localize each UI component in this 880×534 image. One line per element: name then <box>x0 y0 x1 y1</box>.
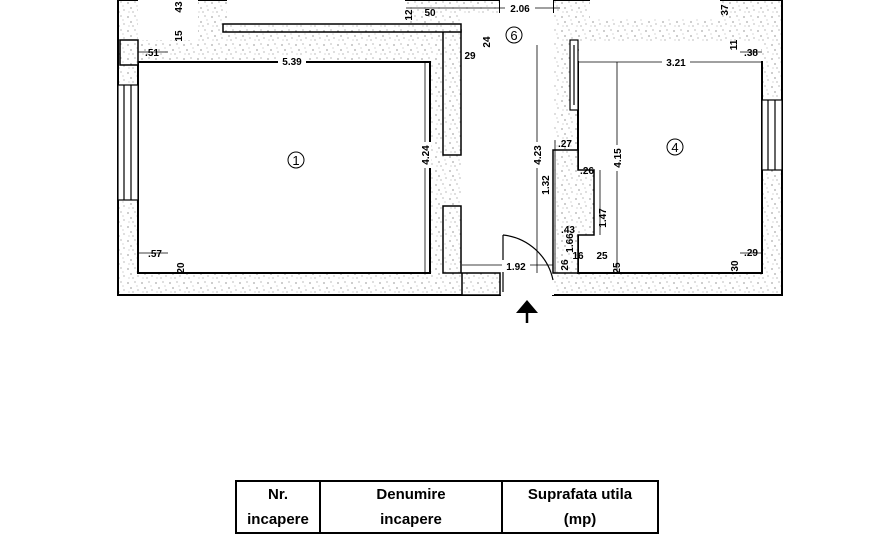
dim-label: .26 <box>580 166 594 177</box>
dim-label: 24 <box>482 36 493 48</box>
dim-label: 1.66 <box>565 233 576 253</box>
dim-label: 1.92 <box>506 262 526 273</box>
header-room-name: Denumire incapere <box>319 480 503 534</box>
dim-label: 29 <box>464 51 476 62</box>
room-number-1: 1 <box>292 153 299 168</box>
header-usable-area: Suprafata utila (mp) <box>501 480 659 534</box>
dim-label: 30 <box>730 260 741 272</box>
dim-label: 1.47 <box>598 208 609 228</box>
dim-label: .38 <box>744 48 758 59</box>
room-area-table: Nr. incapere Denumire incapere Suprafata… <box>235 480 659 534</box>
room-markers: 1 4 6 <box>287 26 684 169</box>
dim-label: 4.15 <box>613 148 624 168</box>
interior-spaces <box>138 0 761 295</box>
dim-label: 1.32 <box>541 175 552 195</box>
dim-label: 15 <box>174 30 185 42</box>
dim-label: .43 <box>561 225 575 236</box>
dim-label: 20 <box>176 262 187 274</box>
dim-label: 16 <box>572 251 584 262</box>
dim-label: .57 <box>148 249 162 260</box>
dim-label: 37 <box>720 4 731 16</box>
dim-label: 11 <box>729 39 740 50</box>
dim-label: 4.24 <box>421 145 432 165</box>
dim-label: 43 <box>174 1 185 13</box>
dim-label: 25 <box>596 251 608 262</box>
room-number-4: 4 <box>671 140 678 155</box>
dim-label: 4.23 <box>533 145 544 165</box>
room-number-6: 6 <box>510 28 517 43</box>
partition-walls <box>119 23 595 296</box>
dim-label: .29 <box>744 248 758 259</box>
dim-label: 5.39 <box>282 57 302 68</box>
entrance-arrow-icon <box>516 300 538 323</box>
dimension-labels: 5.39 4.24 .51 .57 20 15 43 50 2.06 24 29… <box>145 1 758 274</box>
dim-label: 2.06 <box>510 4 530 15</box>
dim-label: 26 <box>560 259 571 271</box>
dim-label: .27 <box>558 139 572 150</box>
windows <box>117 84 783 201</box>
dim-label: 3.21 <box>666 58 686 69</box>
dim-label: .51 <box>145 48 159 59</box>
header-room-number: Nr. incapere <box>235 480 321 534</box>
dim-label: 50 <box>424 8 436 19</box>
dim-label: 25 <box>612 262 623 274</box>
sliding-door <box>569 39 579 111</box>
dim-label: 12 <box>404 9 415 21</box>
table-header-row: Nr. incapere Denumire incapere Suprafata… <box>235 480 659 534</box>
